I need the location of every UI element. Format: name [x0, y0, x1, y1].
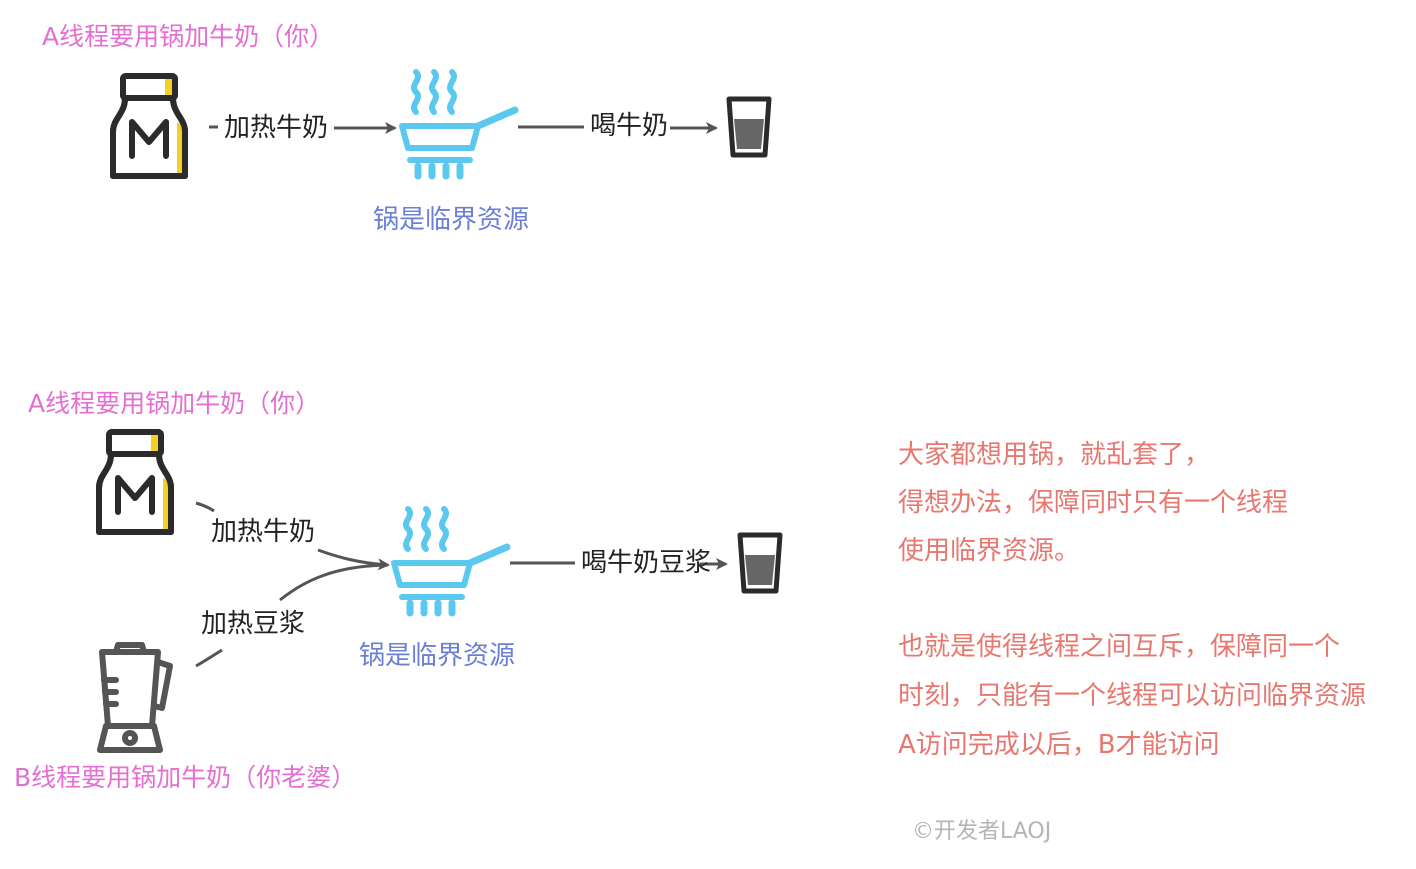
steaming-pan-icon — [402, 72, 515, 176]
note-line: 时刻，只能有一个线程可以访问临界资源 — [898, 681, 1367, 711]
thread-a-label: A线程要用锅加牛奶（你） — [42, 22, 335, 51]
note-line: 使用临界资源。 — [898, 536, 1081, 566]
arrow-heat-milk — [317, 548, 390, 571]
resource-label: 锅是临界资源 — [373, 205, 530, 235]
note-line: 大家都想用锅，就乱套了， — [898, 440, 1211, 470]
resource-label: 锅是临界资源 — [359, 641, 516, 671]
note-line: A访问完成以后，B才能访问 — [898, 730, 1220, 760]
note-line: 也就是使得线程之间互斥，保障同一个 — [898, 632, 1341, 662]
glass-icon — [729, 99, 769, 155]
scenario-b — [99, 432, 780, 750]
thread-b-label: B线程要用锅加牛奶（你老婆） — [14, 763, 357, 792]
milk-bottle-icon — [99, 432, 171, 532]
scenario-a — [113, 72, 769, 176]
thread-a-label: A线程要用锅加牛奶（你） — [28, 389, 321, 418]
action-heat-milk-label: 加热牛奶 — [224, 113, 329, 143]
action-drink-label: 喝牛奶豆浆 — [581, 548, 712, 578]
action-heat-soy-label: 加热豆浆 — [201, 609, 306, 639]
watermark: ©开发者LAOJ — [912, 819, 1052, 844]
glass-icon — [740, 535, 780, 591]
action-heat-milk-label: 加热牛奶 — [211, 517, 316, 547]
blender-icon — [100, 645, 170, 750]
action-drink-milk-label: 喝牛奶 — [590, 111, 669, 141]
arrow-heat-soy — [279, 563, 389, 602]
steaming-pan-icon — [394, 509, 507, 613]
milk-bottle-icon — [113, 76, 185, 176]
note-line: 得想办法，保障同时只有一个线程 — [898, 488, 1289, 518]
